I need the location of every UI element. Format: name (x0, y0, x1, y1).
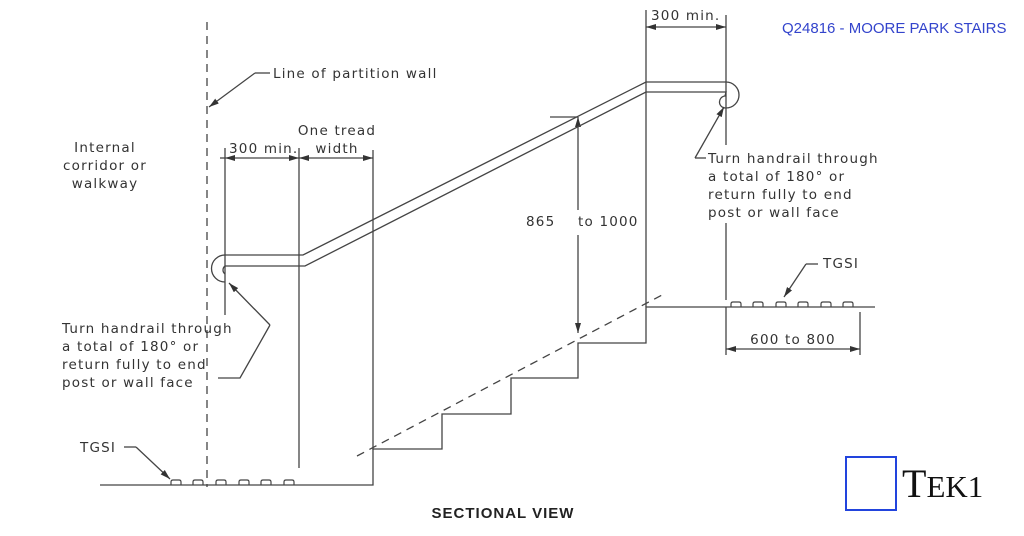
stair-profile (100, 306, 875, 486)
logo-text-rest: EK1 (926, 469, 983, 504)
tgsi-left-studs (170, 479, 295, 485)
turn-note-right: Turn handrail through a total of 180° or… (707, 151, 879, 221)
corridor-label-1: Internal (74, 140, 136, 156)
tgsi-right-arrow (783, 263, 807, 298)
note-line: post or wall face (708, 205, 840, 221)
handrail (210, 81, 740, 283)
tgsi-left-arrow (135, 446, 171, 480)
note-line: Turn handrail through (707, 151, 879, 167)
corridor-label-2: corridor or (63, 158, 147, 174)
turn-note-left: Turn handrail through a total of 180° or… (61, 321, 233, 391)
note-line: return fully to end (708, 187, 853, 203)
corridor-label-3: walkway (72, 176, 139, 192)
diagram-title: SECTIONAL VIEW (432, 505, 575, 522)
partition-leader-arrow (208, 72, 256, 108)
tek1-logo: TEK1 (845, 456, 983, 511)
tgsi-right-label: TGSI (822, 256, 859, 272)
dim-300-left-label: 300 min. (229, 141, 298, 157)
svg-text:TEK1: TEK1 (902, 461, 983, 506)
tgsi-width-label: 600 to 800 (750, 332, 836, 348)
project-label: Q24816 - MOORE PARK STAIRS (782, 20, 1007, 37)
note-line: a total of 180° or (708, 169, 845, 185)
logo-square (845, 456, 897, 511)
logo-text-first: T (902, 461, 926, 506)
partition-wall-label: Line of partition wall (273, 66, 438, 82)
tgsi-left-label: TGSI (79, 440, 116, 456)
turn-leader-left-arrow (228, 282, 271, 326)
tread-label-1: One tread (298, 123, 376, 139)
note-line: Turn handrail through (61, 321, 233, 337)
note-line: post or wall face (62, 375, 194, 391)
tgsi-right-studs (730, 301, 854, 307)
tread-label-2: width (315, 141, 358, 157)
turn-leader-right-arrow (694, 106, 725, 159)
height-label-a: 865 (526, 214, 555, 230)
note-line: return fully to end (62, 357, 207, 373)
nosing-line (356, 294, 663, 457)
height-label-b: to 1000 (578, 214, 639, 230)
turn-leader-left (218, 324, 271, 379)
note-line: a total of 180° or (62, 339, 199, 355)
dim-300-right-label: 300 min. (651, 8, 720, 24)
